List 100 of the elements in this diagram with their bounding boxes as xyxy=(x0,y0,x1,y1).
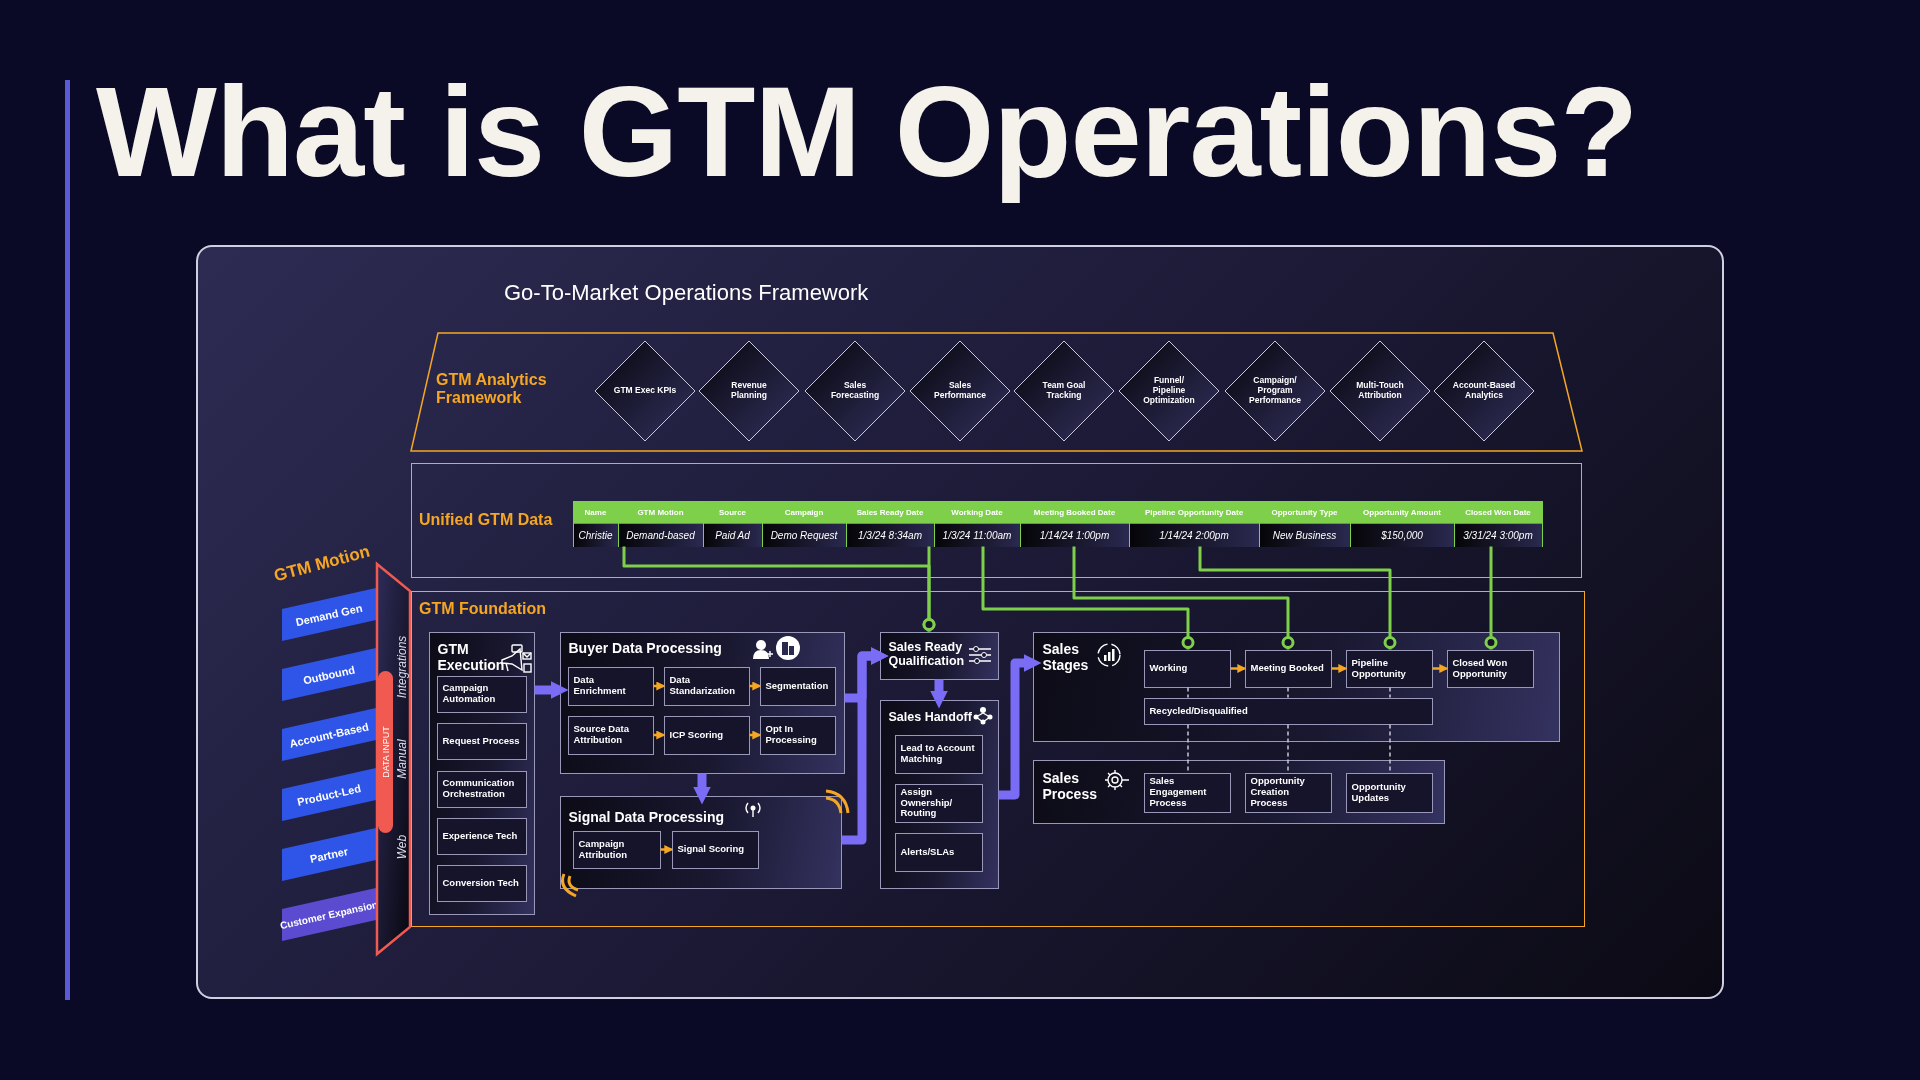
data-link-line xyxy=(922,546,936,632)
process-box xyxy=(1345,772,1433,813)
table-cell: 3/31/24 3:00pm xyxy=(1454,523,1542,547)
framework-card xyxy=(196,245,1724,999)
metric-label: Team Goal Tracking xyxy=(1041,381,1087,401)
arrow xyxy=(653,681,666,691)
dashed-connector xyxy=(1187,686,1189,699)
data-link-line xyxy=(1484,546,1498,650)
process-box xyxy=(894,783,983,823)
box-label: Experience Tech xyxy=(442,830,518,842)
column-header: Opportunity Amount xyxy=(1350,501,1454,524)
column-header: Closed Won Date xyxy=(1454,501,1542,524)
table-column xyxy=(933,500,1021,547)
motion-label: Outbound xyxy=(302,662,356,687)
motion-band xyxy=(282,708,376,761)
process-box xyxy=(759,666,836,706)
metric-label: Revenue Planning xyxy=(730,381,768,401)
process-box xyxy=(436,864,527,902)
dashed-connector xyxy=(1287,686,1289,699)
table-cell: 1/14/24 1:00pm xyxy=(1020,523,1129,547)
column-header: Source xyxy=(703,501,762,524)
table-column xyxy=(1019,500,1130,547)
data-source-panel xyxy=(376,563,411,955)
layer-band xyxy=(411,463,1582,578)
table-cell: 1/3/24 11:00am xyxy=(934,523,1020,547)
process-box xyxy=(436,770,527,808)
input-method-label: Web xyxy=(395,834,409,860)
process-box xyxy=(436,675,527,713)
table-column xyxy=(845,500,935,547)
process-panel xyxy=(879,699,999,889)
metric-label: Sales Performance xyxy=(933,381,987,401)
process-box xyxy=(436,817,527,855)
process-box xyxy=(436,722,527,760)
process-box xyxy=(1244,649,1332,688)
arrow xyxy=(1432,664,1449,673)
data-link-line xyxy=(1198,546,1397,650)
table-column xyxy=(617,500,704,547)
arrow xyxy=(534,681,569,699)
table-cell: Christie xyxy=(573,523,618,547)
arrow xyxy=(998,654,1042,800)
table-column xyxy=(1453,500,1543,547)
box-label: Opt In Processing xyxy=(765,724,818,746)
process-box xyxy=(663,666,750,706)
arrow xyxy=(841,647,889,845)
analytics-diamond xyxy=(594,340,696,442)
analytics-diamond xyxy=(698,340,800,442)
data-link-line xyxy=(1072,546,1295,650)
process-box xyxy=(663,715,750,755)
analytics-diamond xyxy=(1224,340,1326,442)
panel-heading: Sales Handoff xyxy=(888,709,972,724)
column-header: Sales Ready Date xyxy=(846,501,934,524)
metric-label: Funnel/ Pipeline Optimization xyxy=(1142,376,1196,406)
process-box xyxy=(1143,697,1433,725)
box-label: Working xyxy=(1149,663,1188,674)
process-box xyxy=(1143,649,1231,688)
box-label: Opportunity Updates xyxy=(1351,781,1407,804)
metric-label: Campaign/ Program Performance xyxy=(1248,376,1302,406)
panel-heading: Sales Ready Qualification xyxy=(888,639,966,669)
dashed-connector xyxy=(1389,723,1391,774)
table-column xyxy=(702,500,763,547)
analytics-diamond xyxy=(909,340,1011,442)
process-panel xyxy=(559,631,845,774)
table-cell: Paid Ad xyxy=(703,523,762,547)
box-label: Source Data Attribution xyxy=(573,724,630,746)
motion-band xyxy=(282,588,376,641)
process-box xyxy=(1446,649,1534,688)
section-heading: GTM Motion xyxy=(272,541,372,587)
analytics-diamond xyxy=(804,340,906,442)
layer-heading: GTM Analytics Framework xyxy=(436,371,548,408)
column-header: Pipeline Opportunity Date xyxy=(1129,501,1259,524)
motion-band xyxy=(282,648,376,701)
motion-label: Partner xyxy=(308,844,350,865)
box-label: ICP Scoring xyxy=(669,729,724,741)
table-cell: Demand-based xyxy=(618,523,703,547)
motion-label: Demand Gen xyxy=(294,601,364,628)
metric-label: Sales Forecasting xyxy=(829,381,881,401)
process-box xyxy=(567,715,654,755)
process-box xyxy=(759,715,836,755)
page-title: What is GTM Operations? xyxy=(96,62,1638,203)
table-cell: Demo Request xyxy=(762,523,846,547)
analytics-band xyxy=(411,333,1582,451)
box-label: Campaign Automation xyxy=(442,683,497,705)
box-label: Meeting Booked xyxy=(1250,663,1324,674)
arrow xyxy=(749,730,762,740)
process-panel xyxy=(1032,759,1445,824)
box-label: Conversion Tech xyxy=(442,877,519,889)
input-method-label: Integrations xyxy=(395,635,409,699)
table-cell: 1/14/24 2:00pm xyxy=(1129,523,1259,547)
layer-heading: GTM Foundation xyxy=(419,600,547,619)
motion-band xyxy=(282,888,376,941)
box-label: Communication Orchestration xyxy=(442,778,516,800)
column-header: Opportunity Type xyxy=(1259,501,1350,524)
panel-heading: Sales Process xyxy=(1042,769,1098,802)
box-label: Request Process xyxy=(442,735,520,747)
dashed-connector xyxy=(1287,723,1289,774)
arrow xyxy=(1230,664,1247,673)
metric-label: Account-Based Analytics xyxy=(1452,381,1516,401)
box-label: Opportunity Creation Process xyxy=(1250,776,1306,809)
process-box xyxy=(572,830,661,869)
box-label: Sales Engagement Process xyxy=(1149,776,1208,809)
